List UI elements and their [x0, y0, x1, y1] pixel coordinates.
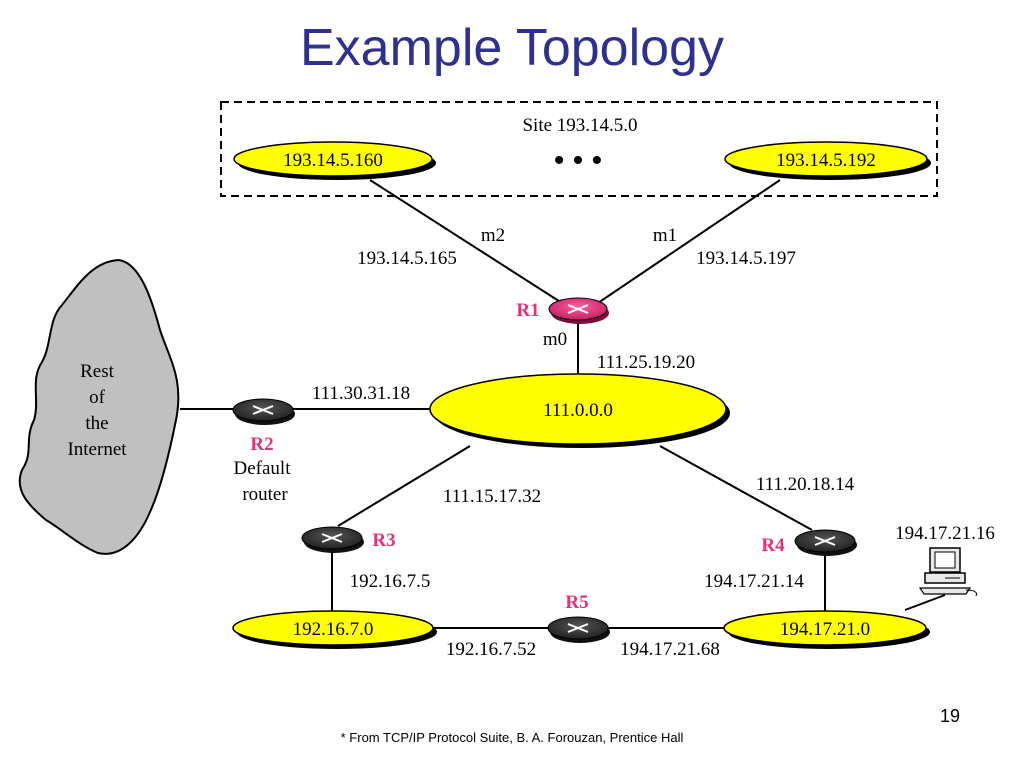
- slide-number: 19: [939, 706, 961, 726]
- address-111-15-17-32: 111.15.17.32: [443, 486, 541, 507]
- site-label: Site 193.14.5.0: [522, 115, 637, 136]
- network-r3-label: 192.16.7.0: [293, 619, 374, 640]
- address-192-16-7-5: 192.16.7.5: [350, 571, 431, 592]
- router-r3-label: R3: [372, 530, 395, 551]
- network-backbone-label: 111.0.0.0: [543, 400, 613, 421]
- site-boundary-box: [220, 101, 938, 197]
- interface-m1-label: m1: [653, 225, 677, 246]
- internet-cloud-line-1: Rest: [80, 361, 115, 382]
- router-r1: [548, 297, 609, 324]
- address-111-25-19-20: 111.25.19.20: [597, 352, 695, 373]
- source-footnote: * From TCP/IP Protocol Suite, B. A. Foro…: [340, 730, 684, 745]
- link-site-right-r1: [597, 179, 781, 304]
- network-r4: 194.17.21.0: [723, 610, 930, 649]
- internet-cloud-line-3: the: [85, 413, 108, 434]
- interface-m2-label: m2: [481, 225, 505, 246]
- internet-cloud: [18, 258, 180, 555]
- router-r5-label: R5: [565, 592, 588, 613]
- slide-title: Example Topology: [300, 19, 724, 77]
- link-net-host: [904, 594, 946, 611]
- address-111-20-18-14: 111.20.18.14: [756, 474, 855, 495]
- ellipsis-dots: • • •: [554, 144, 602, 177]
- link-backbone-r3: [337, 445, 471, 527]
- address-111-30-31-18: 111.30.31.18: [312, 383, 410, 404]
- router-r3: [301, 526, 364, 553]
- network-site-right-label: 193.14.5.192: [776, 150, 876, 171]
- r2-caption-line-2: router: [242, 484, 288, 505]
- link-backbone-r4: [659, 445, 813, 531]
- network-site-right: 193.14.5.192: [724, 141, 931, 180]
- network-backbone: 111.0.0.0: [429, 373, 730, 448]
- address-194-17-21-14: 194.17.21.14: [704, 571, 804, 592]
- network-r3: 192.16.7.0: [232, 610, 437, 649]
- router-r2: [232, 398, 295, 425]
- interface-m0-label: m0: [543, 329, 567, 350]
- address-192-16-7-52: 192.16.7.52: [446, 639, 536, 660]
- internet-cloud-line-2: of: [89, 387, 106, 408]
- host-computer-icon: [918, 547, 977, 597]
- r2-caption-line-1: Default: [234, 458, 292, 479]
- internet-cloud-line-4: Internet: [67, 439, 127, 460]
- network-site-left: 193.14.5.160: [233, 141, 436, 180]
- network-r4-label: 194.17.21.0: [780, 619, 870, 640]
- router-r1-label: R1: [516, 300, 539, 321]
- network-site-left-label: 193.14.5.160: [283, 150, 383, 171]
- router-r4: [794, 529, 857, 556]
- router-r5: [547, 616, 610, 643]
- link-site-left-r1: [369, 179, 563, 304]
- router-r2-label: R2: [250, 434, 273, 455]
- address-194-17-21-16: 194.17.21.16: [895, 523, 995, 544]
- address-193-14-5-165: 193.14.5.165: [357, 248, 457, 269]
- address-194-17-21-68: 194.17.21.68: [620, 639, 720, 660]
- address-193-14-5-197: 193.14.5.197: [696, 248, 796, 269]
- router-r4-label: R4: [761, 535, 785, 556]
